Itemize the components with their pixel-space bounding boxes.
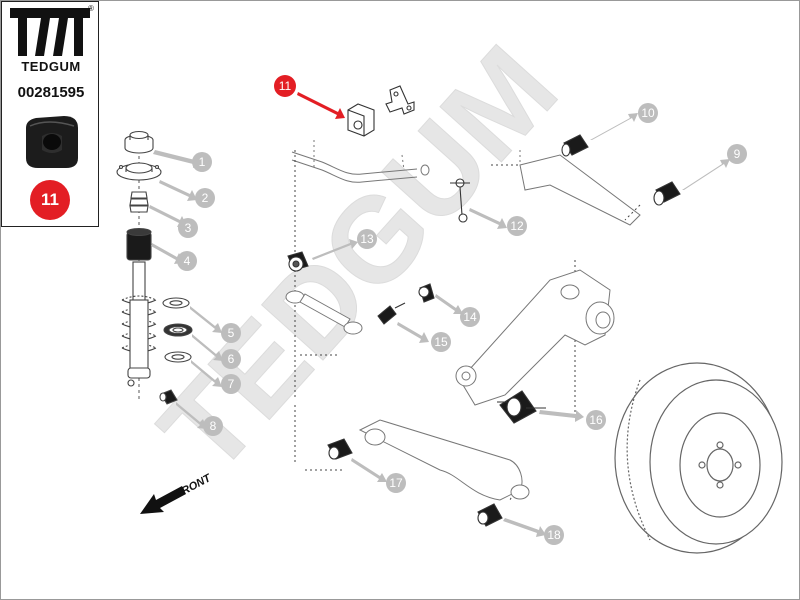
svg-text:2: 2 [202,191,209,205]
leader-9 [682,159,730,190]
bushing-16 [497,390,546,424]
svg-text:10: 10 [641,106,655,120]
front-arrow-icon [140,486,186,514]
leader-1 [153,150,203,168]
svg-text:3: 3 [185,221,192,235]
svg-text:18: 18 [547,528,561,542]
stabilizer-link [450,178,470,223]
callout-7: 7 [221,374,241,394]
svg-text:8: 8 [210,419,217,433]
bushing-14 [418,283,435,303]
strut-assembly [116,130,193,405]
tedgum-logo [10,8,90,56]
callout-16: 16 [586,410,606,430]
lower-arm [358,419,530,501]
front-label: FRONT [174,472,214,501]
callout-10: 10 [638,103,658,123]
callout-18: 18 [544,525,564,545]
callout-13: 13 [357,229,377,249]
leader-15 [397,322,429,343]
bushing-10 [561,134,589,157]
leader-3 [149,205,187,227]
svg-text:12: 12 [510,219,524,233]
leader-2 [159,180,197,201]
leader-10 [590,113,638,140]
bushing-18 [477,503,503,527]
callout-5: 5 [221,323,241,343]
leader-12 [469,208,507,229]
callout-2: 2 [195,188,215,208]
leader-6 [192,334,223,361]
callout-4: 4 [177,251,197,271]
leader-7 [191,360,222,387]
upper-arm [519,150,641,226]
stabilizer-bracket [385,85,415,115]
svg-text:16: 16 [589,413,603,427]
leader-8 [176,402,207,429]
svg-text:1: 1 [199,155,206,169]
part-number: 00281595 [17,84,85,101]
svg-text:5: 5 [228,326,235,340]
wheel [614,362,783,554]
bushing-9 [653,181,681,206]
position-badge: 11 [30,180,70,220]
callout-1: 1 [192,152,212,172]
callout-8: 8 [203,416,223,436]
trailing-link [285,290,363,335]
svg-text:7: 7 [228,377,235,391]
callout-6: 6 [221,349,241,369]
leader-17 [351,458,387,482]
callout-12: 12 [507,216,527,236]
leader-13 [312,239,358,260]
bushing-product-image [26,116,78,168]
product-info-box: ® TEDGUM 00281595 11 [1,1,99,227]
stabilizer-bushing-11 [347,103,375,137]
callout-9: 9 [727,144,747,164]
bushing-13 [287,251,309,272]
front-direction-indicator: FRONT [140,472,214,514]
leader-11 [297,92,345,119]
callout-11: 11 [274,75,296,97]
leader-18 [503,518,546,537]
leader-5 [190,306,222,333]
callout-3: 3 [178,218,198,238]
svg-text:15: 15 [434,335,448,349]
bushing-17 [327,438,353,460]
svg-text:13: 13 [360,232,374,246]
svg-text:14: 14 [463,310,477,324]
callout-leaders [149,113,730,537]
stabilizer-bar [291,140,430,183]
svg-text:17: 17 [389,476,403,490]
leader-14 [435,294,463,314]
leader-16 [539,410,584,422]
brand-name: TEDGUM [21,59,81,74]
svg-text:6: 6 [228,352,235,366]
callout-17: 17 [386,473,406,493]
registered-mark: ® [88,4,94,13]
knuckle [455,269,615,406]
svg-text:9: 9 [734,147,741,161]
callout-15: 15 [431,332,451,352]
svg-text:4: 4 [184,254,191,268]
callout-14: 14 [460,307,480,327]
bushing-15 [377,302,406,325]
leader-4 [151,243,184,264]
callout-badges: 1 2 3 4 5 6 7 8 9 10 11 12 13 14 15 16 1… [177,75,747,545]
svg-text:11: 11 [279,79,292,93]
